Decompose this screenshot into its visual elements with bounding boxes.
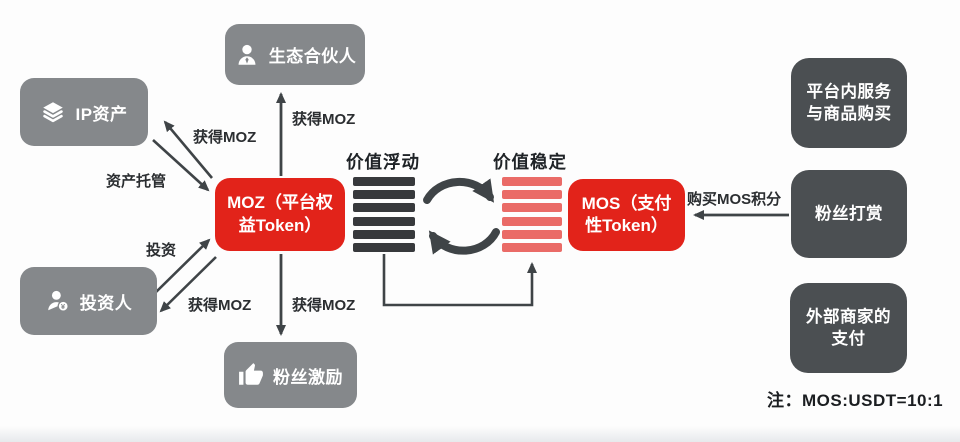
- bottom-edge-strip: [0, 426, 960, 442]
- node-label-line2: 性Token）: [585, 216, 668, 235]
- node-label-line2: 益Token）: [238, 215, 322, 235]
- value-stable-label: 价值稳定: [493, 152, 567, 172]
- node-eco-partner: 生态合伙人: [225, 24, 365, 85]
- bar-dark: [353, 216, 415, 226]
- person-coin-icon: ¥: [48, 290, 69, 312]
- edge-label-buy-mos-points: 购买MOS积分: [687, 191, 782, 208]
- edge-label-asset-custody: 资产托管: [106, 173, 167, 190]
- exchange-rate-note: 注：MOS:USDT=10:1: [767, 391, 944, 410]
- node-label-line2: 支付: [831, 330, 866, 348]
- edge-label-gain-moz-partner: 获得MOZ: [292, 111, 356, 128]
- node-fan-incentive: 粉丝激励: [224, 342, 357, 408]
- moz-token-stack: [353, 177, 415, 252]
- cycle-arrow-top: [423, 177, 495, 204]
- node-investor: ¥ 投资人: [20, 267, 157, 335]
- arrow-moz-to-investor: [159, 256, 217, 313]
- edge-label-invest: 投资: [146, 242, 177, 259]
- bar-red: [502, 242, 562, 252]
- node-platform-services: 平台内服务 与商品购买: [791, 58, 907, 148]
- connector-bars-bottom: [382, 254, 537, 307]
- bar-dark: [353, 229, 415, 239]
- thumbs-up-icon: [239, 363, 263, 385]
- bar-dark: [353, 177, 415, 186]
- bar-dark: [353, 242, 415, 252]
- bar-red: [502, 229, 562, 239]
- node-label: IP资产: [75, 104, 128, 124]
- node-label-line1: 平台内服务: [806, 82, 892, 101]
- person-icon: [238, 44, 256, 65]
- node-moz-token: MOZ（平台权 益Token）: [215, 178, 345, 251]
- node-label: 粉丝打赏: [815, 204, 883, 223]
- node-ip-asset: IP资产: [20, 78, 148, 146]
- node-mos-token: MOS（支付 性Token）: [568, 179, 685, 251]
- bar-red: [502, 203, 562, 213]
- bar-dark: [353, 190, 415, 200]
- edge-label-gain-moz-fans: 获得MOZ: [292, 297, 356, 314]
- bar-red: [502, 177, 562, 186]
- arrow-moz-to-ip: [163, 120, 213, 179]
- node-fan-tipping: 粉丝打赏: [791, 170, 907, 258]
- bar-red: [502, 216, 562, 226]
- edge-label-gain-moz-investor: 获得MOZ: [188, 297, 252, 314]
- node-label: 投资人: [79, 293, 133, 313]
- cycle-arrow-bottom: [428, 228, 500, 255]
- layers-icon: [43, 102, 64, 123]
- node-label-line2: 与商品购买: [806, 105, 892, 123]
- svg-text:¥: ¥: [61, 302, 66, 311]
- node-label-line1: 外部商家的: [806, 307, 891, 326]
- bar-red: [502, 190, 562, 200]
- node-label-line1: MOS（支付: [581, 193, 672, 213]
- value-floating-label: 价值浮动: [346, 152, 420, 172]
- node-label: 生态合伙人: [268, 47, 357, 66]
- node-label-line1: MOZ（平台权: [227, 193, 333, 213]
- node-external-merchant: 外部商家的 支付: [790, 283, 907, 373]
- bar-dark: [353, 203, 415, 213]
- mos-token-stack: [502, 177, 562, 252]
- node-label: 粉丝激励: [273, 367, 343, 387]
- arrow-investor-to-moz: [153, 238, 211, 295]
- edge-label-gain-moz-ip: 获得MOZ: [193, 129, 257, 146]
- arrow-ip-to-moz: [152, 139, 210, 192]
